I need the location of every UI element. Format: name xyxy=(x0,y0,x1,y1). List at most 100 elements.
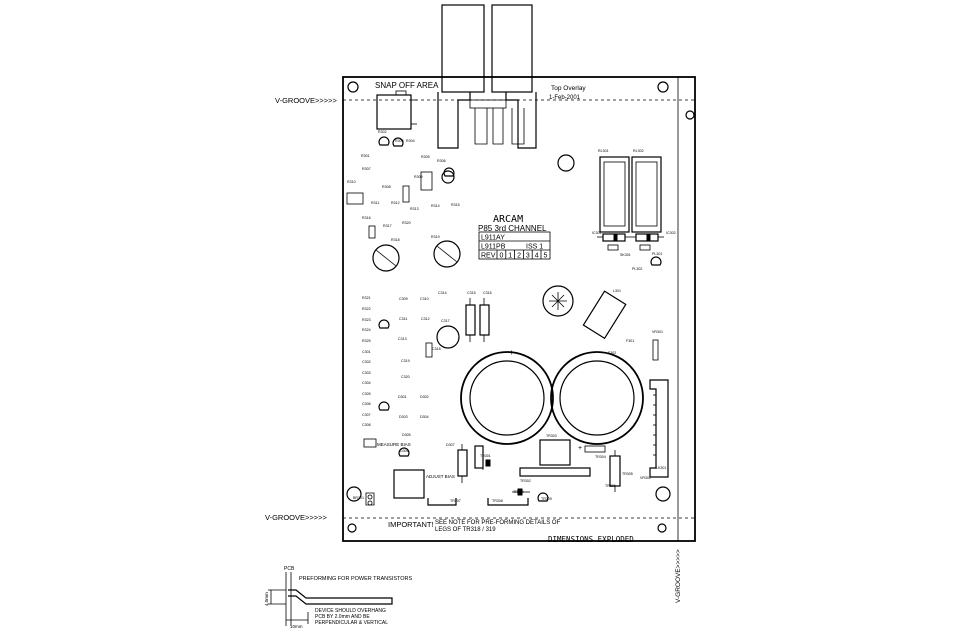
ref-designator: R312 xyxy=(391,201,400,205)
ref-designator: R313 xyxy=(410,207,419,211)
ref-designator: TR301 xyxy=(480,454,491,458)
ref-designator: R322 xyxy=(362,307,371,311)
ref-designator: R324 xyxy=(362,328,371,332)
ref-designator: RL302 xyxy=(633,149,644,153)
ref-designator: PL301 xyxy=(652,252,662,256)
vertical-resistors xyxy=(425,298,659,492)
ref-designator: TR306 xyxy=(605,484,616,488)
ref-designator: F301 xyxy=(626,339,634,343)
ref-designator: SK301 xyxy=(620,253,631,257)
ref-designator: D301 xyxy=(398,395,407,399)
rev-number: 5 xyxy=(544,253,548,260)
part-number-b: L911PB xyxy=(481,244,506,251)
ref-designator: R318 xyxy=(391,238,400,242)
rev-number: 4 xyxy=(535,253,539,260)
ref-designator: R320 xyxy=(402,221,411,225)
snap-off-connector xyxy=(376,90,417,130)
ref-designator: TR307 xyxy=(450,499,461,503)
issue-label: ISS 1 xyxy=(526,244,543,251)
connector-strip xyxy=(649,379,669,478)
preforming-detail: PCB PREFORMING FOR POWER TRANSISTORS DEV… xyxy=(264,566,412,629)
dim-vertical-label: 4.0mm xyxy=(264,592,269,606)
top-overlay-label: Top Overlay xyxy=(551,85,586,92)
rev-label: REV xyxy=(481,253,496,260)
ref-designator: C305 xyxy=(362,392,371,396)
svg-text:+: + xyxy=(578,445,582,452)
rev-number: 3 xyxy=(526,253,530,260)
ref-designator: RL301 xyxy=(598,149,609,153)
ref-designator: R302 xyxy=(378,130,387,134)
relays xyxy=(597,156,664,251)
ref-designator: TR308 xyxy=(492,499,503,503)
ref-designator: VR302 xyxy=(640,476,651,480)
mounting-holes xyxy=(346,81,695,533)
ref-designator: C316 xyxy=(483,291,492,295)
ref-designator: C302 xyxy=(362,360,371,364)
ref-designator: C309 xyxy=(399,297,408,301)
ref-designator: TR305 xyxy=(622,472,633,476)
ref-designator: C308 xyxy=(362,423,371,427)
ref-designator: D306 xyxy=(400,449,409,453)
part-number-a: L911AY xyxy=(481,235,505,242)
ref-designator: TR302 xyxy=(520,479,531,483)
ref-designator: C317 xyxy=(441,319,450,323)
v-groove-side-label: V-GROOVE>>>>> xyxy=(675,549,682,603)
reservoir-capacitors: + xyxy=(460,348,644,445)
date-label: 1-Feb-2001 xyxy=(549,95,581,101)
v-groove-top-label: V-GROOVE>>>>> xyxy=(275,96,338,105)
ref-designator: R307 xyxy=(362,167,371,171)
star-pad xyxy=(542,285,574,317)
ref-designator: C311 xyxy=(399,317,407,321)
snap-off-label: SNAP OFF AREA xyxy=(375,81,439,90)
ref-designator: LK301 xyxy=(656,466,666,470)
dim-horizontal-label: 10mm xyxy=(290,624,303,629)
ref-designator: C304 xyxy=(362,381,371,385)
ref-designator: C315 xyxy=(467,291,476,295)
ref-designator: R308 xyxy=(382,185,391,189)
pcb-label: PCB xyxy=(284,566,295,572)
fuse-holder xyxy=(582,290,627,340)
ref-designator: D304 xyxy=(420,415,429,419)
ref-designator: D307 xyxy=(446,443,455,447)
ref-designator: C303 xyxy=(362,371,371,375)
ref-designator: L301 xyxy=(613,289,621,293)
ref-designator: TR304 xyxy=(595,455,606,459)
ref-designator: R311 xyxy=(371,201,379,205)
ref-designator: R319 xyxy=(431,235,440,239)
ref-designator: C307 xyxy=(362,413,371,417)
ref-designator: C310 xyxy=(420,297,429,301)
ref-designator: PL302 xyxy=(632,267,642,271)
ref-designator: R303 xyxy=(395,139,404,143)
adjust-bias-label: ADJUST BIAS xyxy=(426,474,455,479)
ref-designator: TR310 xyxy=(513,490,524,494)
ref-designator: R323 xyxy=(362,318,371,322)
bottom-components: + xyxy=(346,171,606,506)
ref-designator: R315 xyxy=(451,203,460,207)
ref-designator: R317 xyxy=(383,224,392,228)
ref-designator: R304 xyxy=(406,139,415,143)
ref-designator: TR303 xyxy=(546,434,557,438)
ref-designator: R306 xyxy=(437,159,446,163)
ref-designator: R301 xyxy=(361,154,370,158)
ref-designator: VR301 xyxy=(652,330,663,334)
ref-designator: IC301 xyxy=(592,231,602,235)
dimensions-exploded-label: DIMENSIONS EXPLODED xyxy=(548,535,634,544)
brand-block: ARCAM P85 3rd CHANNEL L911AY L911PB ISS … xyxy=(478,214,551,260)
note-line-1: SEE NOTE FOR PRE-FORMING DETAILS OF xyxy=(435,520,561,526)
ref-designator: C314 xyxy=(438,291,447,295)
measure-bias-label: MEASURE BIAS xyxy=(377,442,411,447)
rev-number: 1 xyxy=(508,253,512,260)
rev-number: 2 xyxy=(517,253,521,260)
ref-designator: C312 xyxy=(421,317,430,321)
ref-designator: IC302 xyxy=(666,231,676,235)
brand-label: ARCAM xyxy=(493,214,523,225)
ref-designator: F302 xyxy=(608,351,616,355)
ref-designator: R305 xyxy=(421,155,430,159)
ref-designator: C313 xyxy=(398,337,407,341)
ref-designator: D303 xyxy=(399,415,408,419)
ref-designator: R316 xyxy=(362,216,371,220)
rev-number: 0 xyxy=(500,253,504,260)
